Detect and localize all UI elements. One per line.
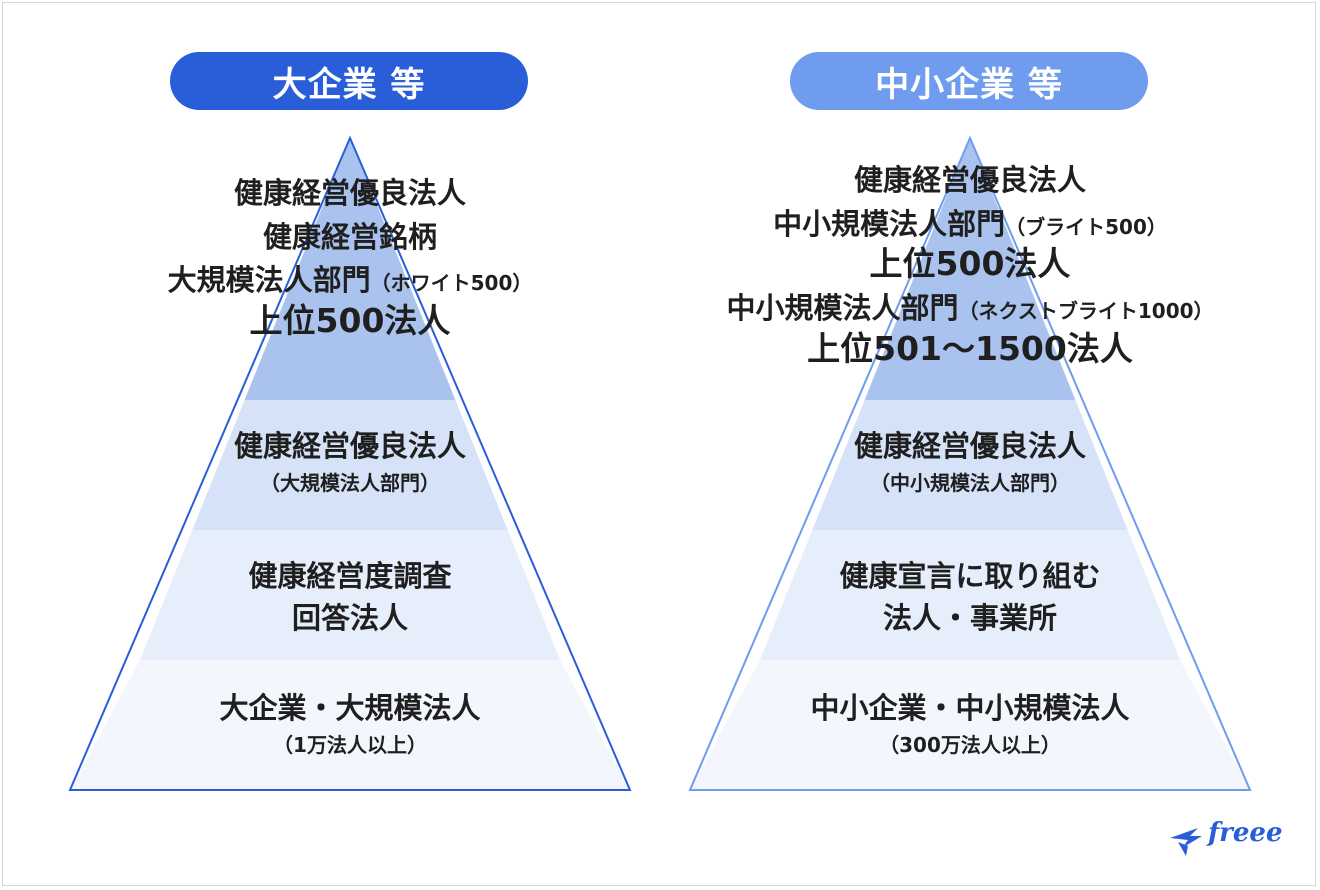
left-tier-1-label: 健康経営優良法人 健康経営銘柄 大規模法人部門（ホワイト500） 上位500法人: [100, 175, 600, 343]
left-tier-3-sub: 回答法人: [291, 600, 408, 635]
left-tier-2: [192, 400, 508, 530]
right-tier-1-line-5: 上位501〜1500法人: [807, 328, 1133, 368]
right-tier-1: [864, 138, 1076, 400]
left-tier-2-title: 健康経営優良法人: [233, 429, 466, 463]
left-tier-4-sub: （1万法人以上）: [273, 732, 427, 757]
left-tier-4-title: 大企業・大規模法人: [219, 691, 481, 725]
left-tier-1-line-3a: 大規模法人部門: [167, 263, 371, 298]
right-tier-4: [690, 660, 1250, 790]
left-tier-1-line-3b: （ホワイト500）: [370, 271, 533, 296]
left-tier-1-line-2: 健康経営銘柄: [262, 219, 437, 254]
right-tier-3-label: 健康宣言に取り組む 法人・事業所: [770, 558, 1170, 637]
left-tier-3-title: 健康経営度調査: [248, 559, 452, 593]
left-tier-4: [70, 660, 630, 790]
left-tier-3-label: 健康経営度調査 回答法人: [150, 558, 550, 637]
right-tier-2: [812, 400, 1128, 530]
right-tier-2-title: 健康経営優良法人: [853, 429, 1086, 463]
right-tier-1-line-4a: 中小規模法人部門: [726, 291, 959, 326]
left-tier-1-line-1: 健康経営優良法人: [233, 176, 466, 210]
right-tier-1-line-1: 健康経営優良法人: [853, 163, 1086, 197]
right-pyramid: [688, 135, 1252, 791]
left-outline: [68, 135, 632, 791]
right-tier-3-title: 健康宣言に取り組む: [839, 559, 1101, 593]
right-tier-4-label: 中小企業・中小規模法人 （300万法人以上）: [720, 690, 1220, 758]
large-enterprise-header: 大企業 等: [170, 52, 528, 110]
left-tier-2-label: 健康経営優良法人 （大規模法人部門）: [150, 428, 550, 496]
right-tier-1-line-3: 上位500法人: [869, 244, 1071, 284]
right-tier-1-line-2a: 中小規模法人部門: [773, 206, 1006, 241]
freee-logo-text: freee: [1208, 818, 1283, 848]
right-outline: [688, 135, 1252, 791]
sme-header: 中小企業 等: [790, 52, 1148, 110]
right-tier-1-line-2b: （ブライト500）: [1005, 214, 1167, 239]
left-tier-1: [244, 138, 456, 400]
left-tier-4-label: 大企業・大規模法人 （1万法人以上）: [100, 690, 600, 758]
right-tier-2-label: 健康経営優良法人 （中小規模法人部門）: [770, 428, 1170, 496]
right-tier-1-label: 健康経営優良法人 中小規模法人部門（ブライト500） 上位500法人 中小規模法…: [660, 162, 1280, 371]
right-tier-3: [760, 530, 1180, 660]
left-tier-3: [140, 530, 560, 660]
left-tier-2-sub: （大規模法人部門）: [260, 470, 440, 495]
right-tier-2-sub: （中小規模法人部門）: [870, 470, 1070, 495]
left-pyramid: [68, 135, 632, 791]
right-tier-1-line-4b: （ネクストブライト1000）: [958, 299, 1214, 324]
right-tier-4-sub: （300万法人以上）: [879, 732, 1061, 757]
right-tier-3-sub: 法人・事業所: [882, 600, 1057, 635]
right-tier-4-title: 中小企業・中小規模法人: [810, 691, 1130, 725]
freee-bird-icon: [1170, 828, 1202, 856]
left-tier-1-line-4: 上位500法人: [249, 301, 451, 341]
